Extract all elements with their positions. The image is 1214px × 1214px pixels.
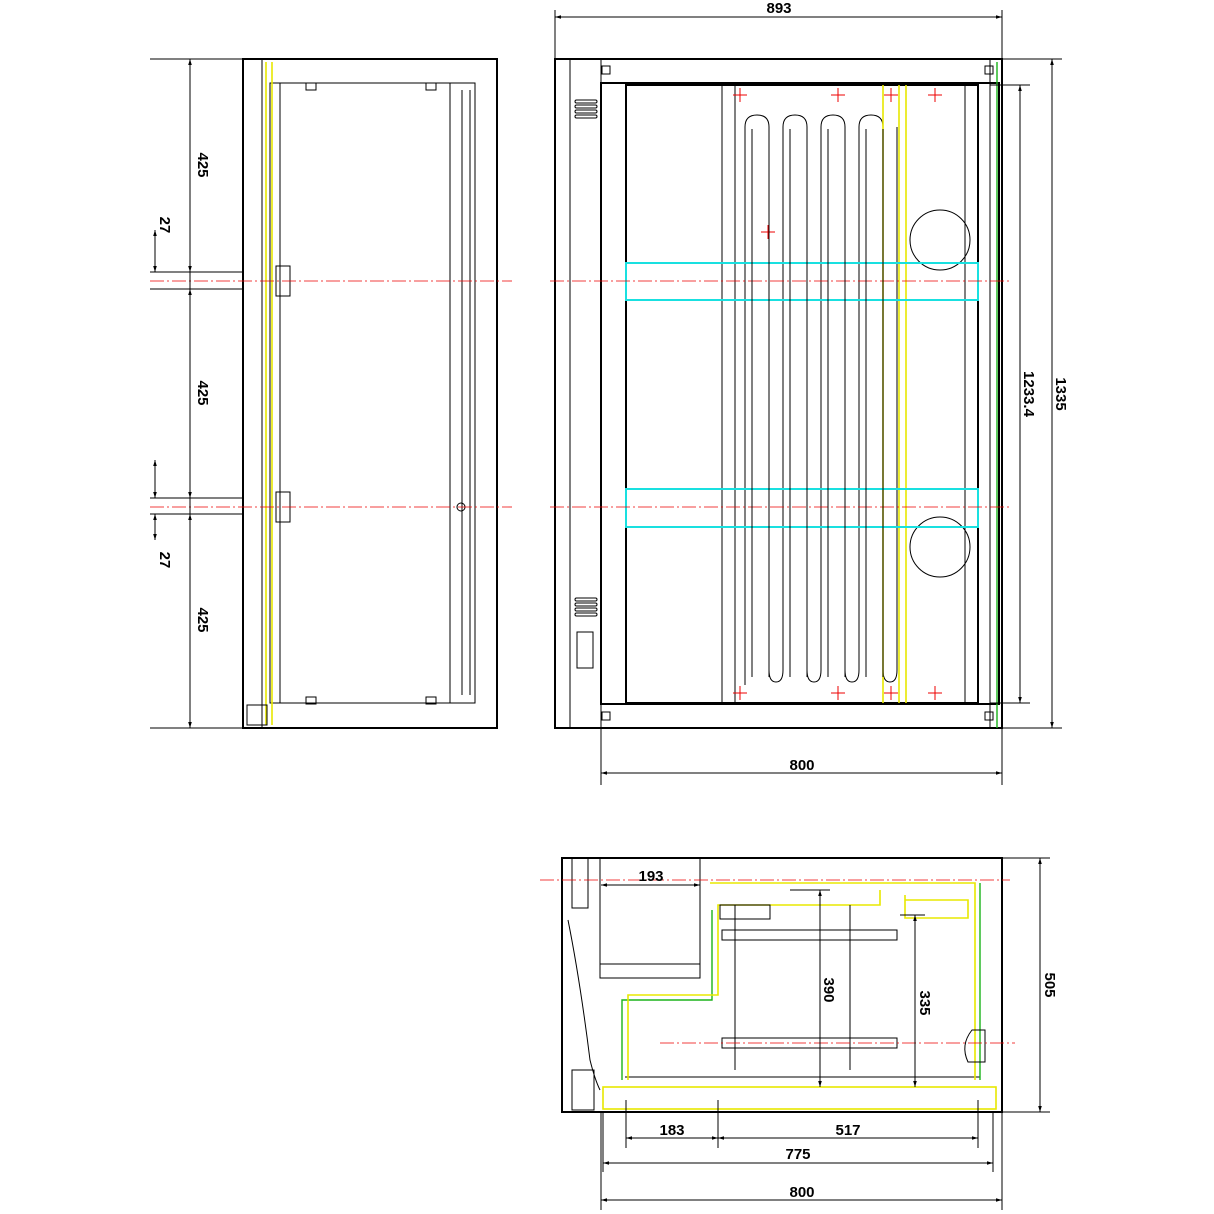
- dim-side-3-label: 425: [194, 380, 211, 405]
- dim-side-4-label: 27: [156, 552, 173, 569]
- dim-1335-label: 1335: [1052, 377, 1069, 410]
- dim-183-label: 183: [659, 1122, 684, 1139]
- dim-800-label: 800: [789, 757, 814, 774]
- front-view: 893 800 1233.4 1335: [550, 0, 1069, 785]
- dim-390-label: 390: [820, 977, 837, 1002]
- dim-1233-label: 1233.4: [1020, 371, 1037, 418]
- top-view: 193 390 335 505 183 517 775 800: [540, 857, 1058, 1210]
- shelf-bottom: [625, 488, 979, 528]
- dim-775-label: 775: [785, 1146, 810, 1163]
- dim-893-label: 893: [766, 0, 791, 17]
- dim-335-label: 335: [916, 990, 933, 1015]
- dim-517-label: 517: [835, 1122, 860, 1139]
- dim-side-2-label: 27: [156, 217, 173, 234]
- side-view: 425 27 425 27 425: [150, 58, 512, 729]
- dim-800-top-label: 800: [789, 1184, 814, 1201]
- dim-side-1-label: 425: [194, 152, 211, 177]
- dim-505-label: 505: [1041, 972, 1058, 997]
- dim-193-label: 193: [638, 868, 663, 885]
- dim-side-5-label: 425: [194, 607, 211, 632]
- shelf-top: [625, 262, 979, 301]
